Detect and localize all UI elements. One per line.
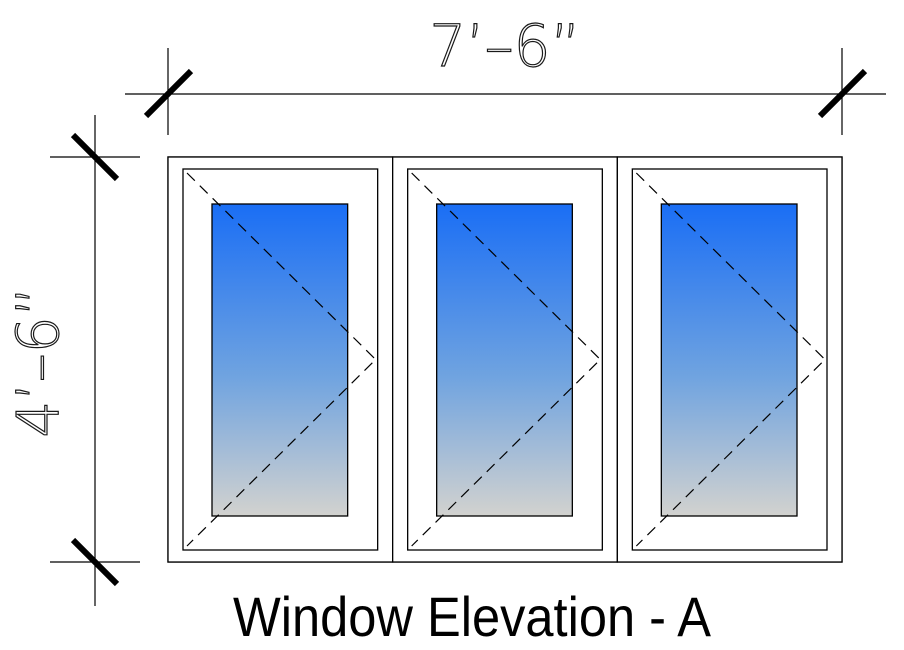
window-panel-right-casement [616,156,843,563]
window-panel-center-casement [392,156,618,563]
height-tick-bottom [70,537,120,587]
width-dimension-label: 7’–6” [429,12,580,80]
swing-indicator [635,172,826,547]
window-panel-left-casement [167,156,394,563]
swing-indicator [186,172,377,547]
glass-pane [211,203,349,517]
height-dimension: 4’–6” [3,115,140,606]
window-panels [167,156,843,563]
height-dimension-label: 4’–6” [4,286,72,437]
diagram-title: Window Elevation - A [233,585,712,648]
swing-indicator [411,172,602,547]
width-tick-right [817,68,868,119]
glass-pane [436,203,573,517]
height-tick-top [70,132,120,182]
width-tick-left [143,68,194,119]
glass-pane [660,203,798,517]
width-dimension: 7’–6” [125,11,886,135]
